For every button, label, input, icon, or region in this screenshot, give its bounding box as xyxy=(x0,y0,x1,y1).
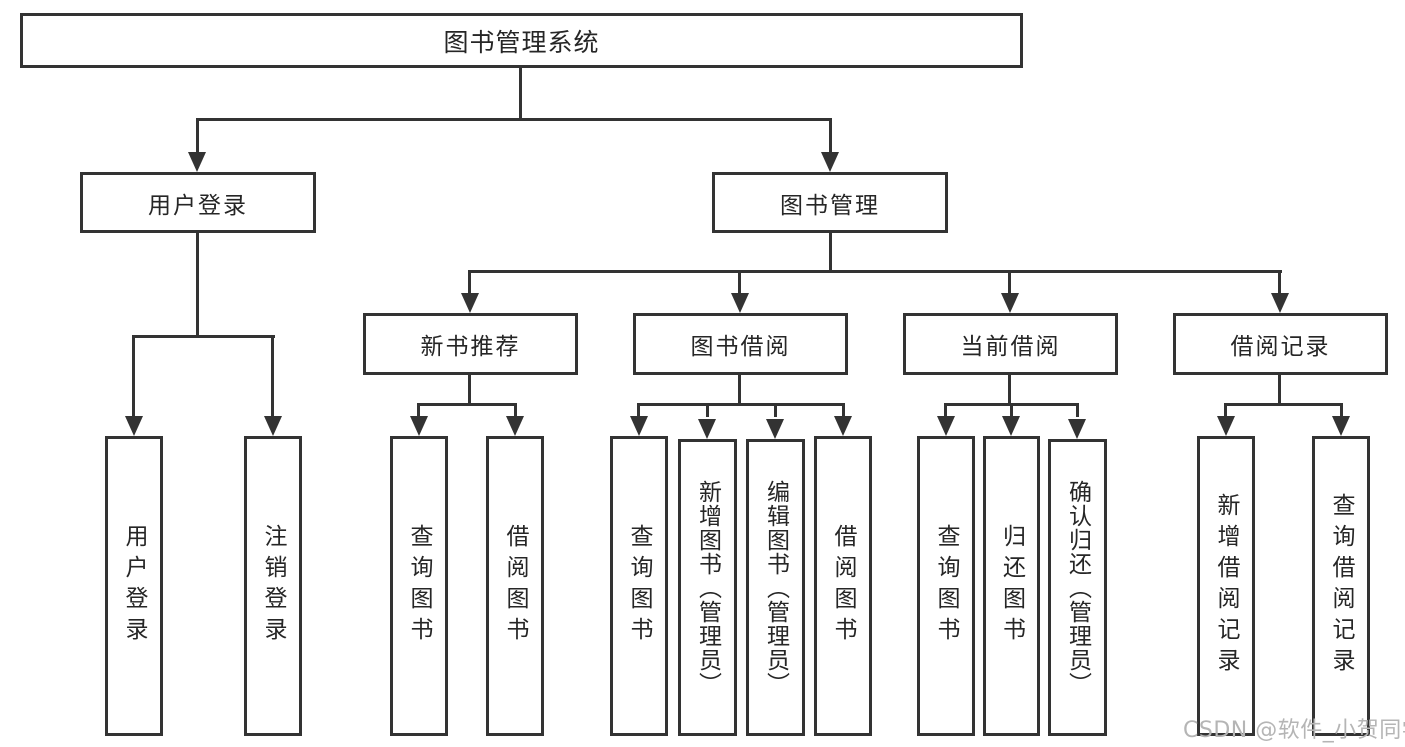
connector-vline xyxy=(774,403,777,417)
connector-hline xyxy=(1224,403,1343,406)
node-book-borrowing-label: 图书借阅 xyxy=(690,334,791,360)
leaf-logout-label: 注销登录 xyxy=(260,524,286,648)
node-root-system: 图书管理系统 xyxy=(20,13,1023,68)
arrow-down-icon xyxy=(630,416,648,436)
node-book-management: 图书管理 xyxy=(712,172,948,233)
connector-vline xyxy=(468,270,471,298)
leaf-borrowing-query-books-label: 查询图书 xyxy=(626,524,652,648)
arrow-down-icon xyxy=(1001,293,1019,313)
leaf-confirm-return-admin-label: 确认归还（管理员） xyxy=(1064,479,1091,696)
connector-vline xyxy=(514,403,517,417)
connector-vline xyxy=(829,233,832,273)
connector-vline xyxy=(417,403,420,417)
connector-vline xyxy=(1010,403,1013,417)
leaf-query-borrow-record-label: 查询借阅记录 xyxy=(1328,493,1354,679)
arrow-down-icon xyxy=(1217,416,1235,436)
node-user-login: 用户登录 xyxy=(80,172,316,233)
connector-vline xyxy=(829,118,832,156)
leaf-borrowing-query-books: 查询图书 xyxy=(610,436,668,736)
node-root-label: 图书管理系统 xyxy=(443,27,600,57)
connector-hline xyxy=(132,335,275,338)
csdn-watermark: CSDN @软件_小贺同学 xyxy=(1183,718,1405,743)
leaf-edit-books-admin: 编辑图书（管理员） xyxy=(746,439,805,736)
node-current-borrowing: 当前借阅 xyxy=(903,313,1118,375)
arrow-down-icon xyxy=(731,293,749,313)
connector-vline xyxy=(1008,270,1011,298)
leaf-current-query-books: 查询图书 xyxy=(917,436,975,736)
leaf-query-borrow-record: 查询借阅记录 xyxy=(1312,436,1370,736)
arrow-down-icon xyxy=(698,419,716,439)
arrow-down-icon xyxy=(264,416,282,436)
leaf-recommend-query-books-label: 查询图书 xyxy=(406,524,432,648)
arrow-down-icon xyxy=(1068,419,1086,439)
arrow-down-icon xyxy=(1002,416,1020,436)
arrow-down-icon xyxy=(506,416,524,436)
connector-vline xyxy=(842,403,845,417)
leaf-add-borrow-record: 新增借阅记录 xyxy=(1197,436,1255,736)
connector-vline xyxy=(196,118,199,156)
leaf-recommend-query-books: 查询图书 xyxy=(390,436,448,736)
connector-vline xyxy=(1278,375,1281,406)
leaf-add-books-admin-label: 新增图书（管理员） xyxy=(694,479,721,696)
node-borrowing-records: 借阅记录 xyxy=(1173,313,1388,375)
connector-hline xyxy=(468,270,1282,273)
node-book-management-label: 图书管理 xyxy=(780,192,880,219)
arrow-down-icon xyxy=(1271,293,1289,313)
node-current-borrowing-label: 当前借阅 xyxy=(960,334,1061,360)
leaf-logout: 注销登录 xyxy=(244,436,302,736)
connector-vline xyxy=(1076,403,1079,417)
connector-vline xyxy=(738,375,741,406)
node-new-book-recommendation: 新书推荐 xyxy=(363,313,578,375)
arrow-down-icon xyxy=(188,152,206,172)
arrow-down-icon xyxy=(125,416,143,436)
node-book-borrowing: 图书借阅 xyxy=(633,313,848,375)
arrow-down-icon xyxy=(821,152,839,172)
connector-vline xyxy=(944,403,947,417)
connector-hline xyxy=(637,403,845,406)
connector-vline xyxy=(132,335,135,418)
leaf-add-books-admin: 新增图书（管理员） xyxy=(678,439,737,736)
connector-vline xyxy=(637,403,640,417)
arrow-down-icon xyxy=(937,416,955,436)
connector-hline xyxy=(417,403,517,406)
connector-vline xyxy=(1224,403,1227,417)
leaf-recommend-borrow-books: 借阅图书 xyxy=(486,436,544,736)
arrow-down-icon xyxy=(834,416,852,436)
node-user-login-label: 用户登录 xyxy=(148,192,248,219)
arrow-down-icon xyxy=(1332,416,1350,436)
connector-vline xyxy=(1340,403,1343,417)
node-new-book-recommendation-label: 新书推荐 xyxy=(420,334,521,360)
connector-vline xyxy=(468,375,471,406)
leaf-recommend-borrow-books-label: 借阅图书 xyxy=(502,524,528,648)
connector-vline xyxy=(519,68,522,121)
connector-vline xyxy=(706,403,709,417)
connector-vline xyxy=(738,270,741,298)
connector-vline xyxy=(1278,270,1281,298)
leaf-add-borrow-record-label: 新增借阅记录 xyxy=(1213,493,1239,679)
connector-vline xyxy=(271,335,274,418)
leaf-user-login-label: 用户登录 xyxy=(121,524,147,648)
leaf-user-login: 用户登录 xyxy=(105,436,163,736)
arrow-down-icon xyxy=(766,419,784,439)
node-borrowing-records-label: 借阅记录 xyxy=(1230,334,1331,360)
leaf-edit-books-admin-label: 编辑图书（管理员） xyxy=(762,479,789,696)
leaf-current-query-books-label: 查询图书 xyxy=(933,524,959,648)
connector-vline xyxy=(1008,375,1011,406)
connector-vline xyxy=(196,233,199,338)
arrow-down-icon xyxy=(461,293,479,313)
leaf-confirm-return-admin: 确认归还（管理员） xyxy=(1048,439,1107,736)
leaf-borrowing-borrow-books-label: 借阅图书 xyxy=(830,524,856,648)
leaf-return-books: 归还图书 xyxy=(983,436,1040,736)
connector-hline xyxy=(196,118,832,121)
leaf-return-books-label: 归还图书 xyxy=(998,524,1025,648)
arrow-down-icon xyxy=(410,416,428,436)
leaf-borrowing-borrow-books: 借阅图书 xyxy=(814,436,872,736)
